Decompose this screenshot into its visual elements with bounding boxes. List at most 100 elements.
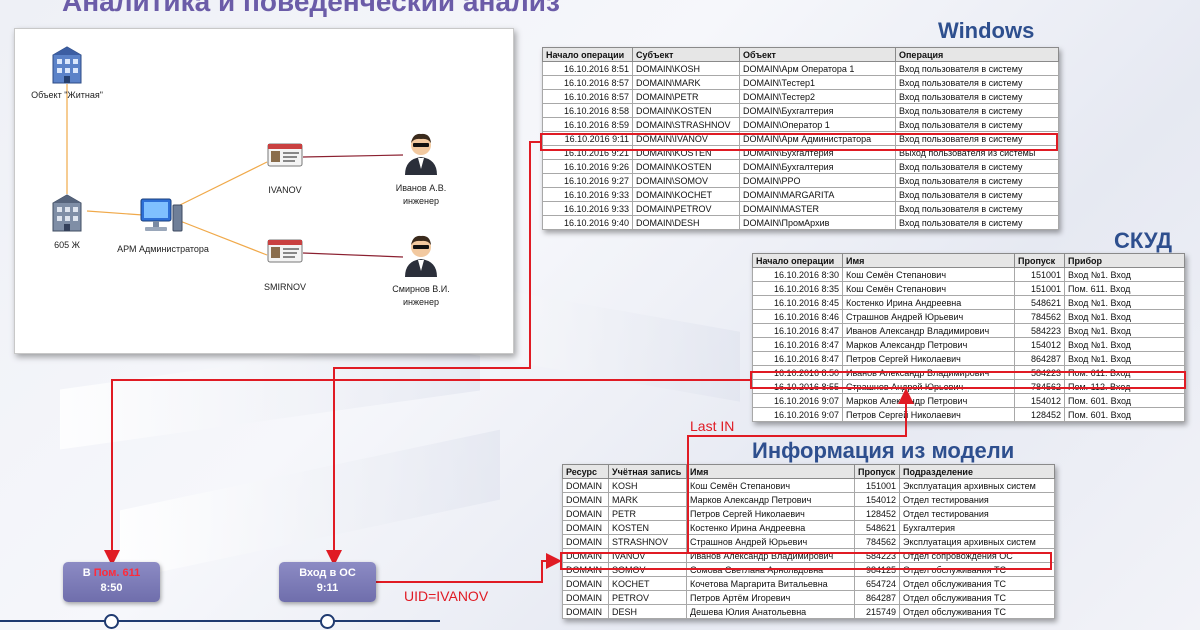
id-card-icon bbox=[267, 239, 303, 263]
table-cell: DOMAIN\PETR bbox=[632, 89, 740, 104]
table-cell: 16.10.2016 8:45 bbox=[752, 295, 843, 310]
column-header: Прибор bbox=[1064, 253, 1185, 268]
table-cell: 864287 bbox=[1014, 351, 1065, 366]
table-cell: DOMAIN\Оператор 1 bbox=[739, 117, 896, 132]
table-cell: Вход пользователя в систему bbox=[895, 89, 1059, 104]
id-card-icon bbox=[267, 143, 303, 167]
table-cell: DOMAIN bbox=[562, 576, 609, 591]
table-cell: Отдел тестирования bbox=[899, 506, 1055, 521]
table-cell: PETR bbox=[608, 506, 687, 521]
table-cell: 128452 bbox=[854, 506, 900, 521]
node-label-person-ivanov-role: инженер bbox=[402, 196, 439, 206]
table-cell: Кош Семён Степанович bbox=[842, 267, 1015, 282]
table-cell: Вход №1. Вход bbox=[1064, 295, 1185, 310]
table-cell: 16.10.2016 9:07 bbox=[752, 393, 843, 408]
table-cell: DOMAIN\PPO bbox=[739, 173, 896, 188]
table-cell: Эксплуатация архивных систем bbox=[899, 478, 1055, 493]
table-cell: Дешева Юлия Анатольевна bbox=[686, 604, 855, 619]
table-cell: Отдел тестирования bbox=[899, 492, 1055, 507]
table-cell: DOMAIN\Бухгалтерия bbox=[739, 103, 896, 118]
table-cell: Вход №1. Вход bbox=[1064, 267, 1185, 282]
table-cell: Вход №1. Вход bbox=[1064, 351, 1185, 366]
table-cell: DOMAIN\DESH bbox=[632, 215, 740, 230]
table-cell: Костенко Ирина Андреевна bbox=[842, 295, 1015, 310]
event-room-name: Пом. 611 bbox=[93, 567, 141, 579]
table-cell: 584223 bbox=[1014, 323, 1065, 338]
model-ivanov-highlight bbox=[560, 552, 1052, 570]
table-cell: Петров Артём Игоревич bbox=[686, 590, 855, 605]
table-cell: Вход пользователя в систему bbox=[895, 75, 1059, 90]
table-cell: Вход пользователя в систему bbox=[895, 117, 1059, 132]
table-cell: DOMAIN bbox=[562, 590, 609, 605]
table-cell: 154012 bbox=[1014, 393, 1065, 408]
table-cell: 16.10.2016 8:51 bbox=[542, 61, 633, 76]
column-header: Подразделение bbox=[899, 464, 1055, 479]
table-cell: 16.10.2016 9:07 bbox=[752, 407, 843, 422]
table-cell: DOMAIN\Арм Оператора 1 bbox=[739, 61, 896, 76]
table-cell: Вход №1. Вход bbox=[1064, 323, 1185, 338]
timeline-axis bbox=[0, 620, 440, 622]
person-icon bbox=[405, 133, 437, 175]
table-cell: 654724 bbox=[854, 576, 900, 591]
table-cell: DOMAIN\ПромАрхив bbox=[739, 215, 896, 230]
table-cell: 784562 bbox=[854, 534, 900, 549]
event-room-prefix: В bbox=[82, 567, 91, 579]
table-cell: DOMAIN bbox=[562, 520, 609, 535]
column-header: Пропуск bbox=[854, 464, 900, 479]
table-cell: 151001 bbox=[1014, 267, 1065, 282]
table-cell: DOMAIN\MARK bbox=[632, 75, 740, 90]
table-cell: Марков Александр Петрович bbox=[842, 393, 1015, 408]
table-cell: DOMAIN bbox=[562, 604, 609, 619]
table-cell: KOSTEN bbox=[608, 520, 687, 535]
model-title: Информация из модели bbox=[752, 438, 1015, 463]
node-label-person-smirnov-role: инженер bbox=[402, 297, 439, 307]
background-stripe bbox=[120, 429, 500, 581]
page-title: Аналитика и поведенческий анализ bbox=[62, 0, 560, 17]
table-cell: Вход №1. Вход bbox=[1064, 337, 1185, 352]
table-cell: 548621 bbox=[854, 520, 900, 535]
table-cell: 16.10.2016 8:59 bbox=[542, 117, 633, 132]
table-cell: Вход пользователя в систему bbox=[895, 159, 1059, 174]
skud-ivanov-highlight bbox=[750, 371, 1186, 389]
table-cell: Пом. 611. Вход bbox=[1064, 281, 1185, 296]
table-cell: KOCHET bbox=[608, 576, 687, 591]
table-cell: 151001 bbox=[854, 478, 900, 493]
event-room-entry: В Пом. 611 8:50 bbox=[63, 562, 160, 602]
skud-title: СКУД bbox=[1114, 228, 1173, 253]
table-cell: Отдел обслуживания ТС bbox=[899, 576, 1055, 591]
table-cell: 151001 bbox=[1014, 281, 1065, 296]
table-cell: 16.10.2016 8:47 bbox=[752, 323, 843, 338]
column-header: Имя bbox=[686, 464, 855, 479]
table-cell: 215749 bbox=[854, 604, 900, 619]
windows-ivanov-highlight bbox=[540, 133, 1058, 151]
windows-title: Windows bbox=[938, 18, 1035, 43]
table-cell: DOMAIN bbox=[562, 506, 609, 521]
table-cell: Страшнов Андрей Юрьевич bbox=[686, 534, 855, 549]
node-label-card-ivanov: IVANOV bbox=[268, 185, 302, 195]
column-header: Пропуск bbox=[1014, 253, 1065, 268]
table-cell: DOMAIN\KOCHET bbox=[632, 187, 740, 202]
table-cell: DOMAIN\KOSTEN bbox=[632, 103, 740, 118]
column-header: Учётная запись bbox=[608, 464, 687, 479]
table-cell: Марков Александр Петрович bbox=[842, 337, 1015, 352]
table-cell: Марков Александр Петрович bbox=[686, 492, 855, 507]
table-cell: 16.10.2016 8:35 bbox=[752, 281, 843, 296]
table-cell: DOMAIN\SOMOV bbox=[632, 173, 740, 188]
table-cell: DOMAIN\STRASHNOV bbox=[632, 117, 740, 132]
table-cell: Костенко Ирина Андреевна bbox=[686, 520, 855, 535]
